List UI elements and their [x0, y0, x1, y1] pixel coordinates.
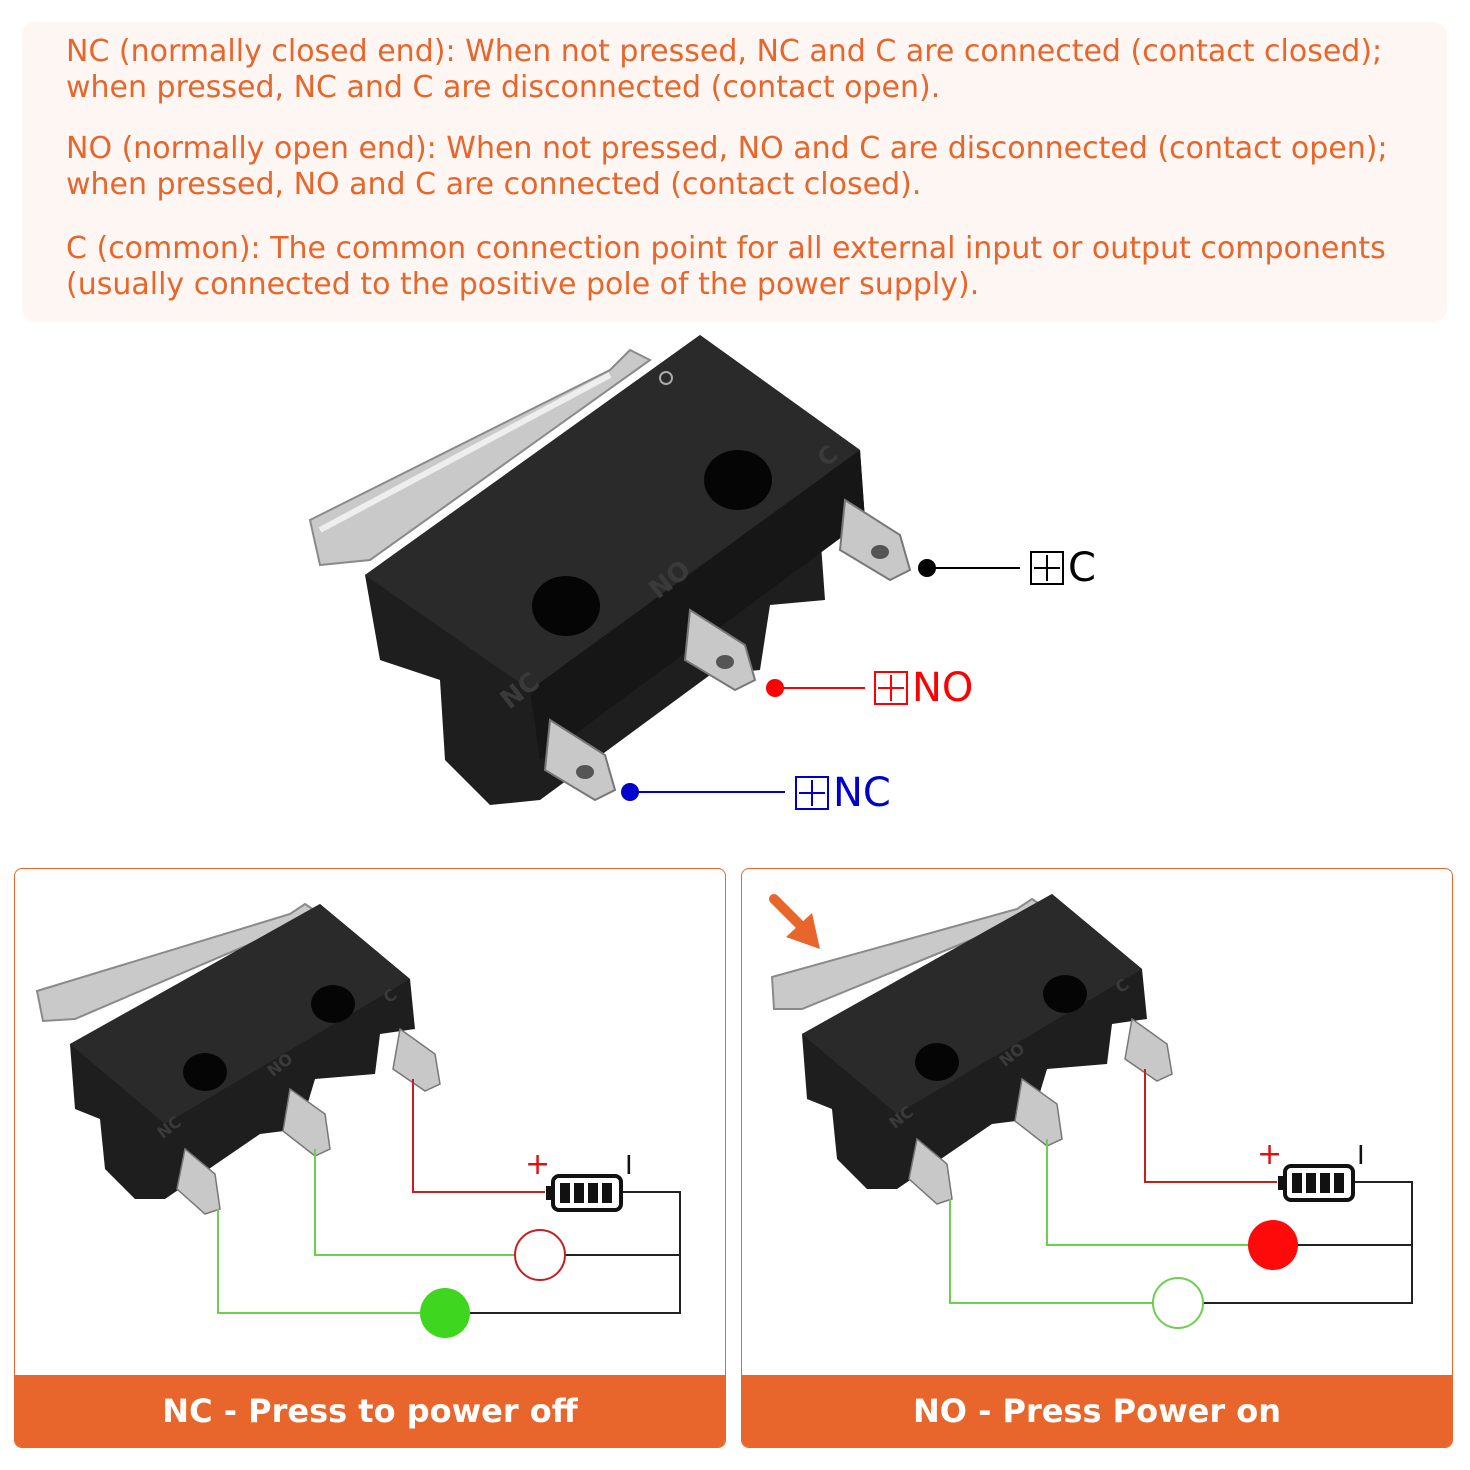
- terminal-icon: [1030, 551, 1064, 585]
- lamp-no: [1248, 1220, 1298, 1270]
- terminal-icon: [795, 776, 829, 810]
- panel-no: NO NC C + I NO - Press Power on: [741, 868, 1453, 1448]
- terminal-nc: [176, 1147, 221, 1215]
- wire-no: [1046, 1139, 1250, 1246]
- pin-label-c-text: C: [1068, 545, 1096, 591]
- terminal-no: [282, 1087, 331, 1157]
- battery-minus: I: [1357, 1141, 1365, 1171]
- pin-connectors: [621, 559, 1020, 801]
- lamp-nc: [1152, 1277, 1204, 1329]
- c-description: C (common): The common connection point …: [66, 231, 1386, 302]
- switch-lever: [308, 348, 652, 567]
- wire-common: [412, 1079, 545, 1193]
- switch-body: NO NC C: [70, 904, 415, 1199]
- switch-body: NO NC C: [802, 894, 1147, 1189]
- lamp-nc: [420, 1288, 470, 1338]
- terminal-no: [683, 608, 757, 692]
- pin-label-nc: NC: [795, 771, 891, 815]
- battery-minus: I: [625, 1151, 633, 1181]
- terminal-c: [1124, 1017, 1173, 1082]
- lamp-no: [514, 1229, 566, 1281]
- pin-label-no-text: NO: [912, 665, 974, 711]
- terminal-icon: [874, 671, 908, 705]
- battery-icon: [1278, 1164, 1355, 1202]
- pin-label-c: C: [1030, 546, 1096, 590]
- wire-no: [314, 1149, 515, 1256]
- terminal-nc: [908, 1137, 953, 1205]
- switch-body: NO NC C: [365, 335, 865, 805]
- no-description: NO (normally open end): When not pressed…: [66, 131, 1388, 202]
- pin-label-no: NO: [874, 666, 973, 710]
- no-circuit-diagram: NO NC C + I: [769, 894, 1413, 1329]
- panel-nc-title: NC - Press to power off: [15, 1375, 725, 1447]
- wire-nc: [949, 1199, 1154, 1304]
- wire-common: [1144, 1069, 1277, 1183]
- terminal-c: [838, 498, 912, 582]
- connector-c: [918, 559, 1020, 577]
- terminal-nc: [543, 718, 617, 802]
- wire-return: [1202, 1181, 1413, 1304]
- press-arrow-icon: [769, 894, 820, 949]
- wire-nc: [217, 1209, 420, 1314]
- terminal-c: [392, 1027, 441, 1092]
- info-box: NC (normally closed end): When not press…: [22, 22, 1447, 322]
- nc-description: NC (normally closed end): When not press…: [66, 34, 1383, 105]
- pin-label-nc-text: NC: [833, 770, 891, 816]
- connector-no: [766, 679, 865, 697]
- connector-nc: [621, 783, 785, 801]
- panel-nc: NO NC C + I NC - Press to power off: [14, 868, 726, 1448]
- panel-no-title: NO - Press Power on: [742, 1375, 1452, 1447]
- nc-circuit-diagram: NO NC C + I: [35, 902, 681, 1338]
- terminal-no: [1014, 1077, 1063, 1147]
- micro-switch-diagram: NO NC C: [308, 335, 912, 805]
- wire-return: [470, 1191, 681, 1314]
- battery-plus: +: [525, 1147, 550, 1182]
- battery-icon: [546, 1174, 623, 1212]
- battery-plus: +: [1257, 1137, 1282, 1172]
